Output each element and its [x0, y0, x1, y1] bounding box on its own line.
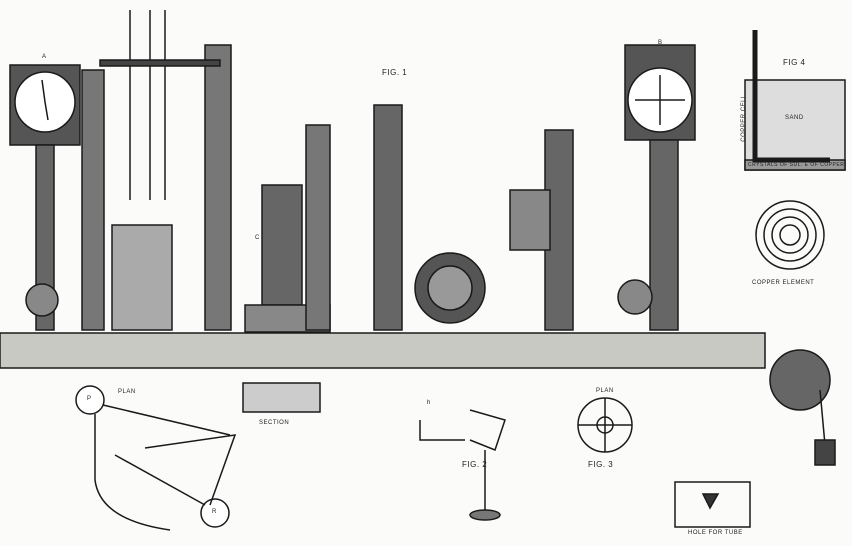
hole-for-tube-label: HOLE FOR TUBE	[688, 530, 743, 536]
column-middle	[373, 104, 403, 331]
letter-a: A	[42, 54, 47, 60]
fig2-label: FIG. 2	[462, 460, 488, 469]
clock-a	[9, 64, 81, 331]
table-base	[0, 332, 766, 369]
fig3-wheel	[577, 397, 633, 453]
sand-label: SAND	[785, 115, 804, 121]
crystals-label: CRYSTALS OF SUL. E OF COPPER	[748, 162, 845, 168]
plan-frame	[75, 385, 237, 531]
letter-h: h	[427, 400, 431, 406]
pulley-weight	[769, 349, 836, 466]
letter-r-plan: R	[212, 509, 217, 515]
plan-label-left: PLAN	[118, 389, 136, 395]
wheel-i	[414, 252, 486, 324]
copper-element-label: COPPER ELEMENT	[752, 280, 815, 286]
fig2-drawing	[419, 409, 506, 521]
jar-stand	[99, 10, 221, 331]
section-label: SECTION	[259, 420, 290, 426]
clock-b	[617, 44, 696, 331]
letter-b: B	[658, 40, 663, 46]
cell-c	[244, 124, 331, 333]
column-right	[509, 129, 574, 331]
fig4-cell	[744, 30, 846, 171]
letter-c: C	[255, 235, 260, 241]
letter-p-plan: P	[87, 396, 92, 402]
column-b	[204, 44, 232, 331]
column-p	[81, 69, 105, 331]
copper-cell-label: COPPER CELL	[740, 94, 747, 142]
section-drawing	[242, 382, 321, 413]
fig3-label: FIG. 3	[588, 460, 614, 469]
fig1-label: FIG. 1	[382, 68, 408, 77]
copper-spiral	[755, 200, 825, 270]
plan-label-fig3: PLAN	[596, 388, 614, 394]
hole-for-tube-plate	[674, 481, 751, 528]
fig4-label: FIG 4	[783, 58, 806, 67]
